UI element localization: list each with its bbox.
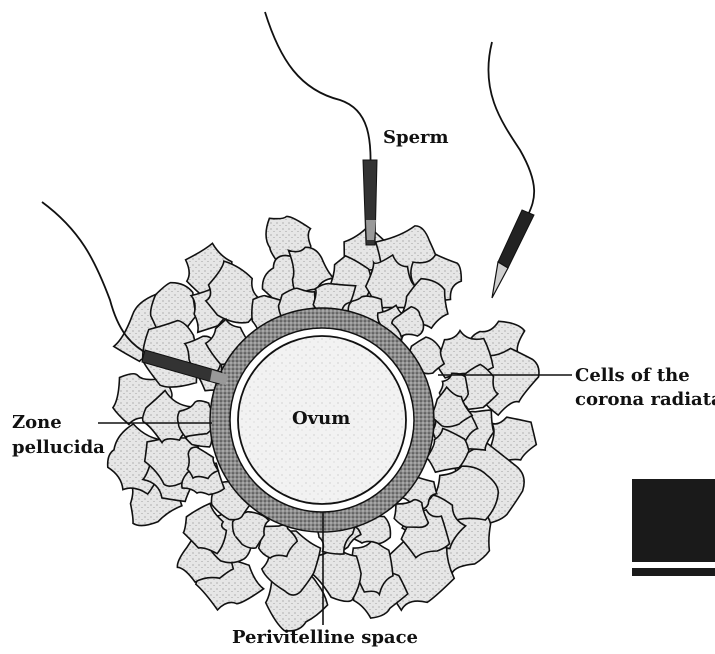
corona-radiata-label-line2: corona radiata bbox=[575, 389, 715, 410]
ovum-label: Ovum bbox=[292, 408, 350, 429]
corona-radiata-label-line1: Cells of the bbox=[575, 365, 690, 386]
zona-pellucida-label-line2: pellucida bbox=[12, 437, 105, 458]
sperm-label: Sperm bbox=[383, 127, 449, 148]
perivitelline-space-label: Perivitelline space bbox=[232, 627, 418, 648]
zona-pellucida-label-line1: Zone bbox=[12, 412, 62, 433]
sperm-top-center bbox=[265, 12, 377, 245]
corner-block-rule bbox=[632, 568, 715, 576]
sperm-top-right bbox=[488, 42, 534, 298]
corner-block bbox=[632, 479, 715, 562]
